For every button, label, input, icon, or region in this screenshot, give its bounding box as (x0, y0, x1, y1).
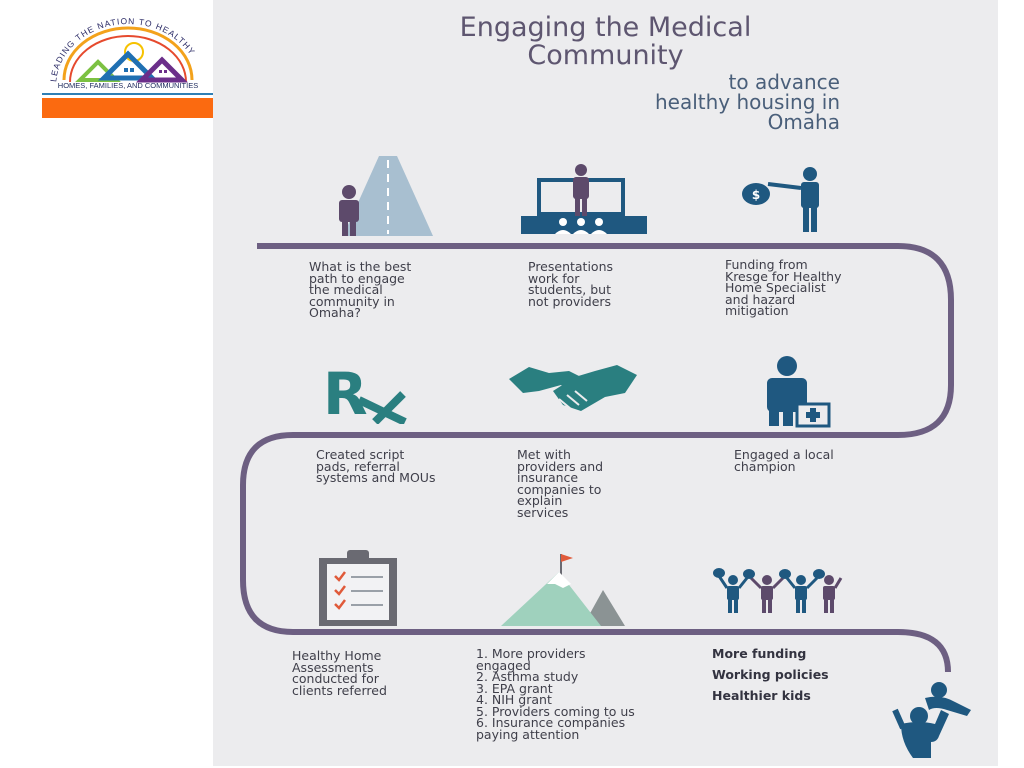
logo-orange-bar (42, 98, 213, 118)
logo: LEADING THE NATION TO HEALTHY HOMES, FAM… (42, 16, 214, 118)
doctor-icon (767, 356, 831, 428)
logo-bottom-text: HOMES, FAMILIES, AND COMMUNITIES (57, 81, 199, 90)
step-caption: Funding from Kresge for Healthy Home Spe… (725, 257, 842, 318)
mountain-flag-icon (501, 554, 625, 626)
results-list: 1. More providers engaged 2. Asthma stud… (476, 646, 635, 742)
outcome-kids: Healthier kids (712, 688, 811, 703)
people-money-icon (713, 568, 843, 613)
outcome-funding: More funding (712, 646, 807, 661)
subtitle: to advance healthy housing in Omaha (654, 70, 840, 134)
parent-child-icon (892, 682, 971, 758)
svg-text:$: $ (752, 188, 760, 202)
logo-divider (42, 93, 213, 95)
clipboard-icon (319, 550, 397, 626)
logo-houses-icon: LEADING THE NATION TO HEALTHY (48, 16, 196, 83)
presentation-icon (521, 164, 647, 234)
title: Engaging the Medical Community (459, 12, 752, 71)
funding-icon: $ (742, 167, 819, 232)
prescription-icon: R (323, 362, 407, 424)
infographic: Engaging the Medical Community to advanc… (213, 0, 998, 766)
step-caption: Healthy Home Assessments conducted for c… (292, 648, 387, 698)
road-icon (339, 156, 433, 236)
step-caption: Engaged a local champion (734, 447, 834, 474)
step-caption: Created script pads, referral systems an… (316, 447, 436, 485)
step-caption: Met with providers and insurance compani… (517, 447, 604, 520)
step-caption: Presentations work for students, but not… (528, 259, 614, 309)
winding-path (240, 243, 954, 673)
step-caption: What is the best path to engage the medi… (309, 259, 412, 320)
outcome-policies: Working policies (712, 667, 829, 682)
handshake-icon (509, 365, 637, 411)
svg-text:R: R (323, 362, 368, 424)
